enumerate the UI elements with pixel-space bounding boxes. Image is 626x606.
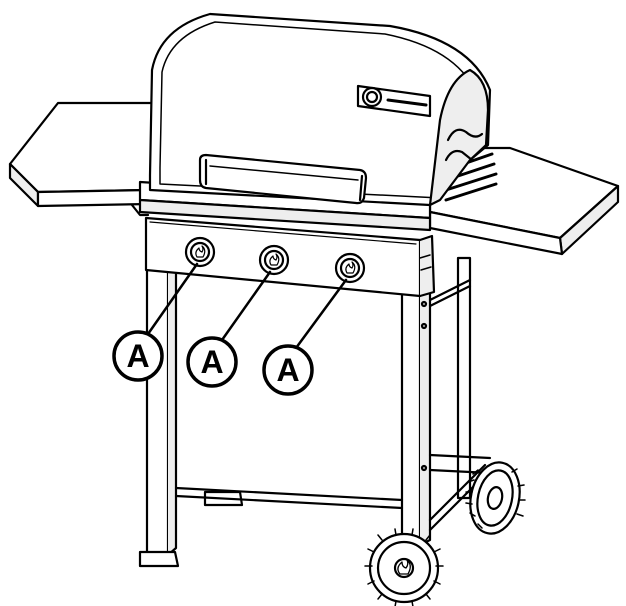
- right-rear-leg: [456, 256, 472, 500]
- right-burner-knob[interactable]: [334, 252, 366, 284]
- lid-handle: [198, 153, 368, 205]
- callout-leaders: [146, 262, 348, 350]
- rear-wheel: [465, 461, 526, 535]
- leader-line-3: [294, 278, 348, 350]
- callout-label: A: [276, 352, 299, 388]
- left-side-shelf: [8, 101, 154, 217]
- left-foot: [138, 550, 180, 568]
- callout-a-2: A: [186, 336, 238, 388]
- callout-a-1: A: [112, 330, 164, 382]
- brand-logo: [356, 84, 432, 118]
- lower-frame: [174, 278, 492, 532]
- leader-line-2: [220, 270, 272, 342]
- callout-a-3: A: [262, 344, 314, 396]
- grill-lid: [148, 12, 492, 207]
- left-burner-knob[interactable]: [184, 236, 216, 268]
- leader-line-1: [146, 262, 199, 336]
- front-wheel: [364, 528, 444, 606]
- center-burner-knob[interactable]: [258, 244, 290, 276]
- flame-icon: [397, 559, 411, 575]
- callout-label: A: [200, 344, 223, 380]
- cart-legs: [138, 256, 472, 568]
- right-front-leg: [400, 284, 422, 547]
- left-front-leg: [145, 260, 170, 557]
- callout-label: A: [126, 338, 149, 374]
